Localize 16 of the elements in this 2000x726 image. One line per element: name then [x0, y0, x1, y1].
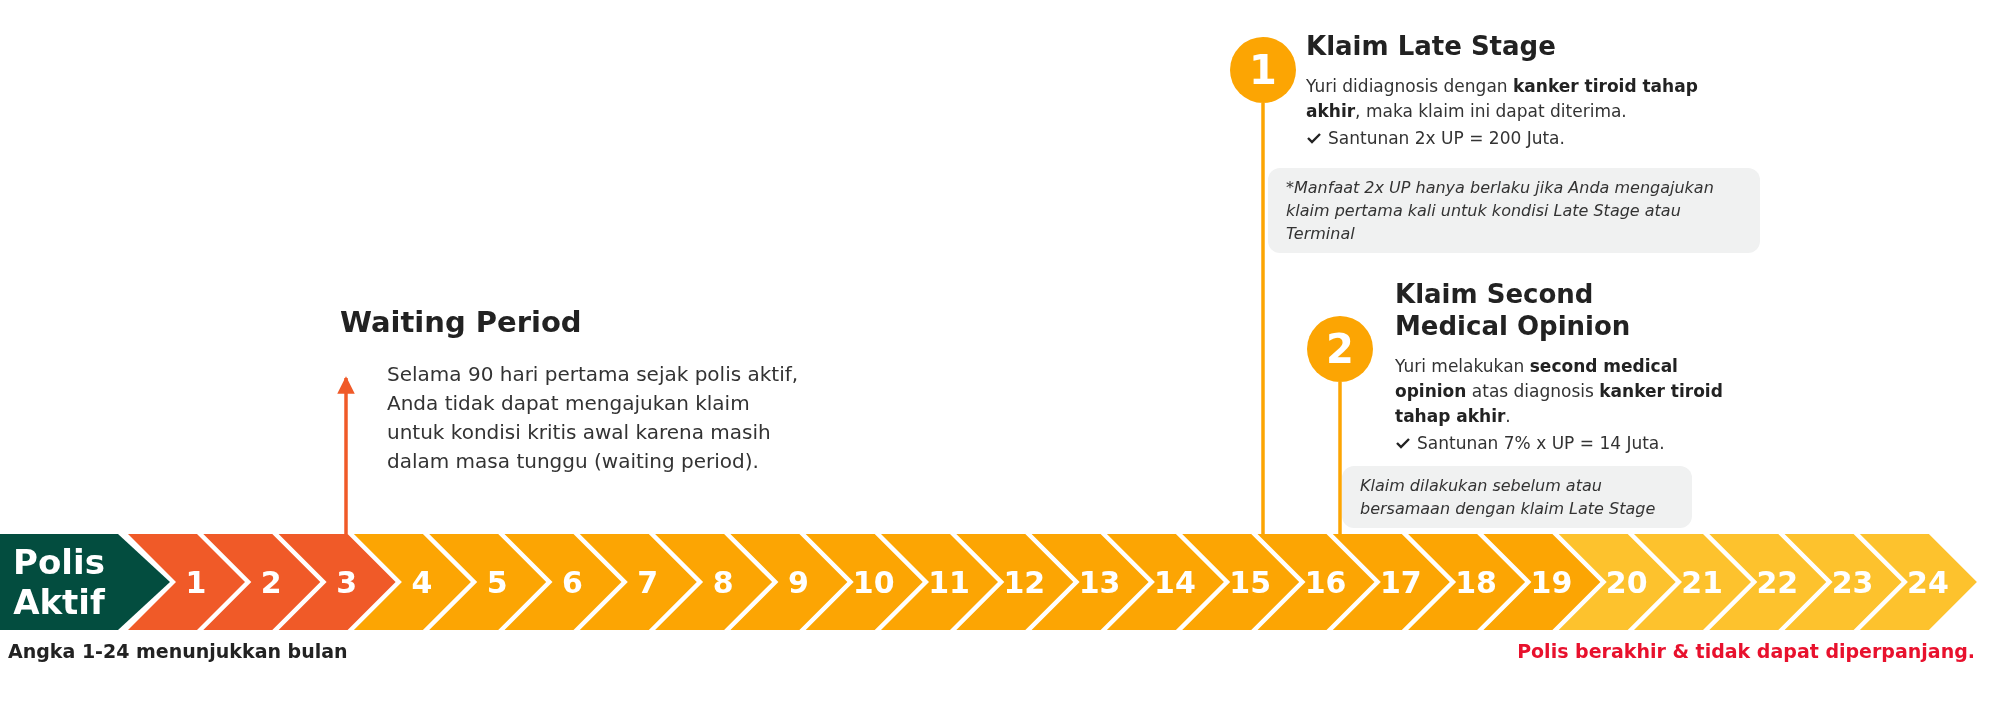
description-text: Yuri didiagnosis dengan kanker tiroid tahap akhir, maka klaim ini dapat diterima. — [1306, 75, 1699, 123]
connector-line — [1261, 103, 1265, 534]
connector-line — [1338, 382, 1342, 534]
note-text: Angka 1-24 menunjukkan bulan — [8, 640, 348, 662]
step-marker: 1 — [1230, 37, 1296, 103]
warning-text: Polis berakhir & tidak dapat diperpanjang. — [1517, 640, 1975, 662]
description-text: Yuri melakukan second medical opinion atas diagnosis kanker tiroid tahap akhir. — [1395, 355, 1724, 428]
step-marker: 2 — [1307, 316, 1373, 382]
section-heading: Klaim Late Stage — [1306, 30, 1557, 62]
section-heading: Waiting Period — [340, 306, 583, 338]
description-text: Selama 90 hari pertama sejak polis aktif, Anda tidak dapat mengajukan klaim untuk kondisi kritis awal karena masih dalam masa tunggu (waiting period). — [387, 361, 800, 475]
note-box: *Manfaat 2x UP hanya berlaku jika Anda mengajukan klaim pertama kali untuk kondisi Late Stage atau Terminal — [1268, 168, 1760, 253]
benefit-text: Santunan 2x UP = 200 Juta. — [1328, 127, 1565, 150]
note-box: Klaim dilakukan sebelum atau bersamaan dengan klaim Late Stage — [1342, 466, 1692, 528]
section-heading: Klaim Second Medical Opinion — [1395, 278, 1632, 342]
benefit-text: Santunan 7% x UP = 14 Juta. — [1417, 432, 1665, 455]
